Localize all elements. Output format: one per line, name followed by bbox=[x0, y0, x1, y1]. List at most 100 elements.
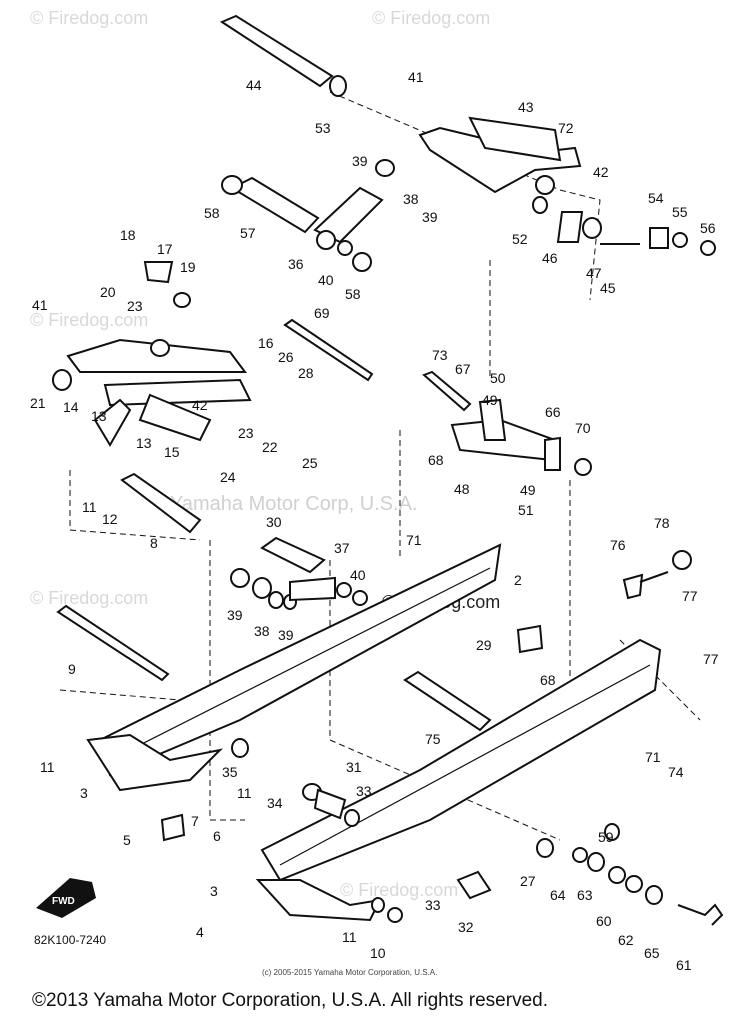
callout: 8 bbox=[150, 535, 158, 551]
callout: 40 bbox=[350, 567, 366, 583]
watermark: © Firedog.com bbox=[30, 8, 149, 28]
callout: 13 bbox=[91, 408, 107, 424]
callout: 67 bbox=[455, 361, 471, 377]
callout: 71 bbox=[645, 749, 661, 765]
callout: 51 bbox=[518, 502, 534, 518]
callout: 30 bbox=[266, 514, 282, 530]
callout: 77 bbox=[703, 651, 719, 667]
callout: 42 bbox=[593, 164, 609, 180]
part-hardware-bottom-right bbox=[371, 823, 724, 926]
callout: 33 bbox=[356, 783, 372, 799]
callout: 68 bbox=[540, 672, 556, 688]
watermark: © Firedog.com bbox=[340, 880, 459, 900]
callout: 16 bbox=[258, 335, 274, 351]
diagram-code: 82K100-7240 bbox=[34, 933, 107, 947]
part-upper-arm-43 bbox=[418, 116, 582, 214]
callout: 59 bbox=[598, 829, 614, 845]
fwd-arrow: FWD bbox=[36, 878, 96, 918]
callout: 6 bbox=[213, 828, 221, 844]
callout: 2 bbox=[514, 572, 522, 588]
part-shaft-44 bbox=[219, 14, 347, 97]
callout: 62 bbox=[618, 932, 634, 948]
callout: 23 bbox=[127, 298, 143, 314]
callout: 7 bbox=[191, 813, 199, 829]
callout: 69 bbox=[314, 305, 330, 321]
callout: 34 bbox=[267, 795, 283, 811]
callout: 18 bbox=[120, 227, 136, 243]
callout: 71 bbox=[406, 532, 422, 548]
callout: 63 bbox=[577, 887, 593, 903]
callout: 64 bbox=[550, 887, 566, 903]
callout: 57 bbox=[240, 225, 256, 241]
callout: 46 bbox=[542, 250, 558, 266]
callout: 56 bbox=[700, 220, 716, 236]
callout: 19 bbox=[180, 259, 196, 275]
callout: 75 bbox=[425, 731, 441, 747]
part-bumper-29 bbox=[516, 624, 544, 654]
callout: 39 bbox=[278, 627, 294, 643]
callout: 58 bbox=[204, 205, 220, 221]
callout: 65 bbox=[644, 945, 660, 961]
callout: 13 bbox=[136, 435, 152, 451]
part-bolt-76 bbox=[622, 550, 692, 600]
callout: 41 bbox=[408, 69, 424, 85]
callout: 3 bbox=[80, 785, 88, 801]
callout: 11 bbox=[40, 759, 55, 775]
callout: 3 bbox=[210, 883, 218, 899]
callout: 47 bbox=[586, 265, 602, 281]
callout: 48 bbox=[454, 481, 470, 497]
callout: 43 bbox=[518, 99, 534, 115]
callout: 52 bbox=[512, 231, 528, 247]
callout: 58 bbox=[345, 286, 361, 302]
callout: 28 bbox=[298, 365, 314, 381]
footer-copyright: ©2013 Yamaha Motor Corporation, U.S.A. A… bbox=[32, 990, 548, 1011]
callout: 44 bbox=[246, 77, 262, 93]
callout: 12 bbox=[102, 511, 118, 527]
callout: 32 bbox=[458, 919, 474, 935]
callout: 38 bbox=[403, 191, 419, 207]
callout: 11 bbox=[82, 499, 97, 515]
callout: 35 bbox=[222, 764, 238, 780]
small-copyright: (c) 2005-2015 Yamaha Motor Corporation, … bbox=[262, 968, 438, 977]
part-bolt-69 bbox=[283, 318, 374, 382]
callout: 54 bbox=[648, 190, 664, 206]
callout: 25 bbox=[302, 455, 318, 471]
part-slide-rail-right bbox=[255, 638, 662, 922]
callout: 31 bbox=[346, 759, 362, 775]
part-rollers bbox=[230, 568, 368, 610]
watermark: © Firedog.com bbox=[372, 8, 491, 28]
part-shaft-30 bbox=[260, 536, 326, 574]
watermark: © Firedog.com bbox=[30, 588, 149, 608]
part-shock-absorber bbox=[221, 159, 395, 272]
callout: 77 bbox=[682, 588, 698, 604]
callout: 60 bbox=[596, 913, 612, 929]
callout-labels: 44 53 41 43 72 42 39 38 39 52 54 55 56 4… bbox=[30, 69, 719, 973]
part-springs bbox=[231, 738, 360, 827]
callout: 55 bbox=[672, 204, 688, 220]
callout: 49 bbox=[520, 482, 536, 498]
svg-text:FWD: FWD bbox=[52, 896, 75, 907]
callout: 49 bbox=[482, 392, 498, 408]
callout: 11 bbox=[237, 785, 252, 801]
callout: 73 bbox=[432, 347, 448, 363]
callout: 61 bbox=[676, 957, 692, 973]
part-bushings-right bbox=[556, 211, 716, 256]
callout: 17 bbox=[157, 241, 173, 257]
callout: 45 bbox=[600, 280, 616, 296]
part-stopper-5 bbox=[160, 813, 186, 842]
callout: 70 bbox=[575, 420, 591, 436]
callout: 11 bbox=[342, 929, 357, 945]
callout: 29 bbox=[476, 637, 492, 653]
center-watermark: Yamaha Motor Corp, U.S.A. bbox=[170, 493, 418, 515]
watermark: © Firedog.com bbox=[30, 310, 149, 330]
callout: 15 bbox=[164, 444, 180, 460]
callout: 76 bbox=[610, 537, 626, 553]
callout: 38 bbox=[254, 623, 270, 639]
part-slide-rail-left bbox=[86, 543, 502, 792]
callout: 21 bbox=[30, 395, 46, 411]
callout: 33 bbox=[425, 897, 441, 913]
callout: 24 bbox=[220, 469, 236, 485]
callout: 5 bbox=[123, 832, 131, 848]
callout: 26 bbox=[278, 349, 294, 365]
